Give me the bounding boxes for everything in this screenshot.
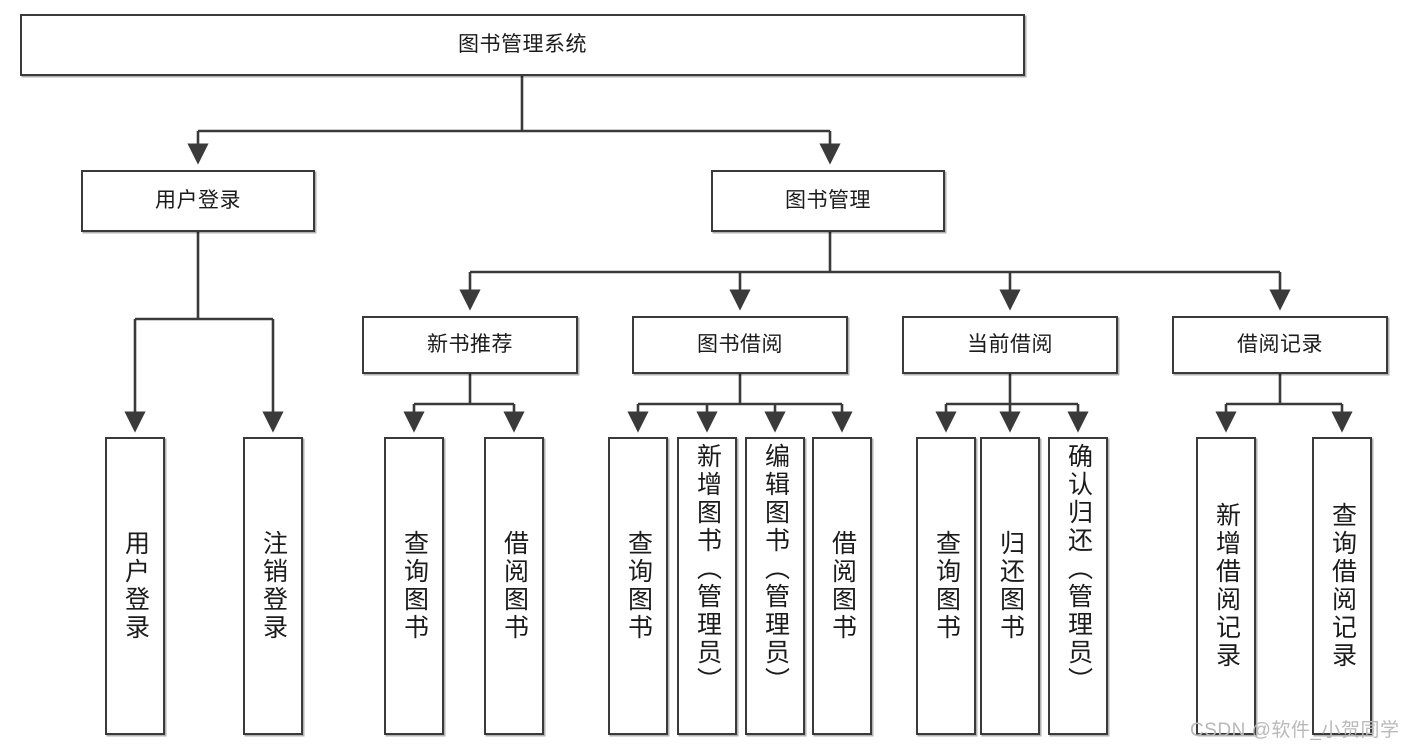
- node-leaf-borrow-book-2[interactable]: 借阅图书: [812, 437, 872, 735]
- node-label: 确认归还（管理员）: [1064, 443, 1093, 695]
- node-leaf-confirm-return[interactable]: 确认归还（管理员）: [1048, 437, 1108, 735]
- node-leaf-borrow-book-1[interactable]: 借阅图书: [484, 437, 544, 735]
- node-leaf-add-book[interactable]: 新增图书（管理员）: [677, 437, 737, 735]
- node-label: 图书借阅: [697, 332, 783, 356]
- node-label: 借阅图书: [500, 530, 529, 642]
- node-label: 用户登录: [155, 188, 241, 212]
- node-label: 新增借阅记录: [1212, 502, 1241, 670]
- node-new-book-recommend[interactable]: 新书推荐: [362, 316, 578, 374]
- node-label: 新书推荐: [427, 332, 513, 356]
- node-leaf-query-book-2[interactable]: 查询图书: [608, 437, 668, 735]
- node-label: 编辑图书（管理员）: [761, 443, 790, 695]
- node-label: 注销登录: [259, 530, 288, 642]
- node-label: 查询图书: [932, 530, 961, 642]
- node-borrow-record[interactable]: 借阅记录: [1172, 316, 1388, 374]
- node-leaf-query-book-3[interactable]: 查询图书: [916, 437, 976, 735]
- node-root-system[interactable]: 图书管理系统: [20, 14, 1025, 76]
- node-current-borrow[interactable]: 当前借阅: [902, 316, 1118, 374]
- node-leaf-logout[interactable]: 注销登录: [243, 437, 303, 735]
- node-label: 当前借阅: [967, 332, 1053, 356]
- node-label: 归还图书: [996, 530, 1025, 642]
- node-label: 图书管理系统: [458, 32, 587, 56]
- node-leaf-return-book[interactable]: 归还图书: [980, 437, 1040, 735]
- node-label: 查询图书: [624, 530, 653, 642]
- node-label: 查询图书: [400, 530, 429, 642]
- node-leaf-query-record[interactable]: 查询借阅记录: [1312, 437, 1372, 735]
- node-label: 借阅图书: [828, 530, 857, 642]
- node-book-manage[interactable]: 图书管理: [711, 170, 945, 232]
- node-leaf-user-login[interactable]: 用户登录: [105, 437, 165, 735]
- node-label: 新增图书（管理员）: [693, 443, 722, 695]
- node-leaf-add-record[interactable]: 新增借阅记录: [1196, 437, 1256, 735]
- node-book-borrow[interactable]: 图书借阅: [632, 316, 848, 374]
- node-label: 借阅记录: [1237, 332, 1323, 356]
- node-label: 查询借阅记录: [1328, 502, 1357, 670]
- node-label: 图书管理: [785, 188, 871, 212]
- node-leaf-query-book-1[interactable]: 查询图书: [384, 437, 444, 735]
- node-user-login[interactable]: 用户登录: [81, 170, 315, 232]
- node-label: 用户登录: [121, 530, 150, 642]
- node-leaf-edit-book[interactable]: 编辑图书（管理员）: [745, 437, 805, 735]
